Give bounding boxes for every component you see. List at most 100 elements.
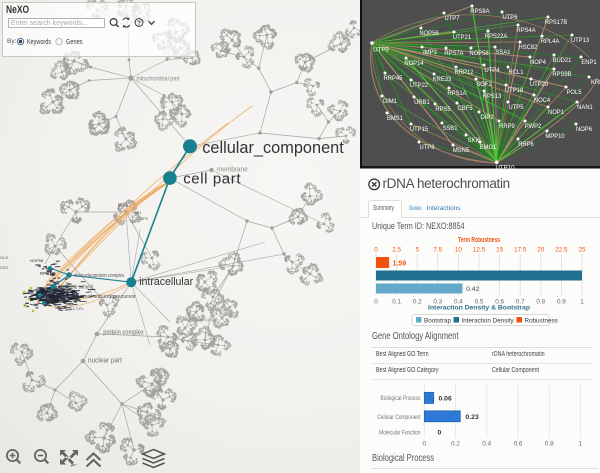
svg-text:0.23: 0.23 (466, 414, 479, 421)
svg-text:membrane: membrane (217, 166, 248, 173)
svg-text:1.59: 1.59 (393, 261, 407, 268)
svg-text:?: ? (137, 20, 141, 27)
svg-text:RRP6: RRP6 (518, 141, 534, 148)
svg-text:25: 25 (578, 247, 586, 254)
svg-text:NOP6: NOP6 (576, 126, 593, 133)
svg-text:0.6: 0.6 (495, 299, 504, 306)
svg-text:0.2: 0.2 (413, 299, 422, 306)
svg-text:NAN1: NAN1 (577, 104, 593, 111)
svg-text:nuclear part: nuclear part (88, 357, 122, 364)
svg-text:Interaction Density: Interaction Density (462, 318, 515, 325)
svg-text:KRE33: KRE33 (433, 76, 452, 83)
svg-text:RPS1A: RPS1A (447, 90, 467, 97)
svg-text:UTP18: UTP18 (505, 87, 524, 94)
svg-text:0.4: 0.4 (454, 299, 463, 306)
svg-text:22.5: 22.5 (555, 247, 568, 254)
svg-text:HSC82: HSC82 (519, 44, 538, 51)
svg-text:0.9: 0.9 (557, 299, 566, 306)
svg-text:0.7: 0.7 (516, 299, 525, 306)
svg-text:UTP20: UTP20 (530, 81, 549, 88)
svg-text:RPS9B: RPS9B (552, 71, 571, 78)
svg-text:NOC4: NOC4 (534, 97, 551, 104)
svg-text:0.3: 0.3 (433, 299, 442, 306)
svg-text:KRE: KRE (591, 79, 600, 86)
svg-text:SSF1: SSF1 (132, 211, 142, 215)
svg-text:1: 1 (579, 441, 583, 448)
svg-text:0.06: 0.06 (439, 396, 452, 403)
svg-text:NOP4: NOP4 (530, 59, 547, 66)
svg-text:UTP9: UTP9 (373, 46, 389, 53)
svg-text:RPS4A: RPS4A (516, 27, 536, 34)
svg-text:5: 5 (415, 247, 419, 254)
svg-text:CBF5: CBF5 (138, 217, 148, 221)
svg-text:2.5: 2.5 (392, 247, 401, 254)
svg-text:OLS: OLS (0, 255, 8, 260)
svg-text:UTP8: UTP8 (420, 144, 436, 151)
svg-text:RPL16A CPs: RPL16A CPs (60, 306, 83, 311)
svg-text:UTP10: UTP10 (495, 164, 515, 171)
svg-text:POL5: POL5 (118, 204, 128, 208)
svg-text:RPS7A: RPS7A (444, 50, 464, 57)
svg-text:0.2: 0.2 (451, 441, 460, 448)
svg-text:Molecular Function: Molecular Function (379, 430, 420, 437)
svg-text:UTP22: UTP22 (410, 82, 429, 89)
svg-text:RPS13: RPS13 (483, 93, 502, 100)
svg-text:ribosomal subunit precursor: ribosomal subunit precursor (68, 294, 136, 300)
svg-text:DIP2: DIP2 (480, 114, 494, 121)
svg-text:UTP15: UTP15 (410, 126, 429, 133)
svg-text:protein complex: protein complex (103, 329, 144, 337)
svg-text:SSB1: SSB1 (443, 125, 459, 132)
svg-text:RRP12: RRP12 (455, 69, 474, 76)
svg-text:UTP4: UTP4 (485, 67, 501, 74)
svg-text:UTP5: UTP5 (509, 104, 525, 111)
svg-text:NOP1: NOP1 (548, 109, 565, 116)
svg-text:CBF5: CBF5 (458, 105, 474, 112)
svg-text:ENP1: ENP1 (581, 59, 597, 66)
svg-text:MSN5: MSN5 (453, 147, 470, 154)
svg-text:RPS17B: RPS17B (545, 19, 567, 26)
svg-text:UTP21: UTP21 (453, 34, 472, 41)
svg-text:CR2: CR2 (0, 265, 9, 270)
svg-text:NOP58: NOP58 (469, 50, 489, 57)
svg-text:Cellular Component: Cellular Component (377, 415, 421, 422)
svg-text:12.5: 12.5 (473, 247, 486, 254)
svg-text:BUD21: BUD21 (553, 57, 572, 64)
svg-text:0.1: 0.1 (392, 299, 401, 306)
svg-text:NOP58: NOP58 (30, 258, 44, 263)
svg-text:Interaction Density & Bootstra: Interaction Density & Bootstrap (428, 305, 530, 312)
svg-text:17.5: 17.5 (514, 247, 527, 254)
svg-text:Bootstrap: Bootstrap (424, 318, 451, 325)
svg-text:UTP6: UTP6 (503, 14, 519, 21)
svg-text:POL5: POL5 (567, 89, 583, 96)
svg-text:UTP13: UTP13 (571, 37, 590, 44)
svg-text:intracellular: intracellular (139, 276, 193, 288)
svg-text:1: 1 (580, 299, 584, 306)
svg-text:RPS5: RPS5 (435, 106, 451, 113)
svg-text:SSA1: SSA1 (496, 49, 512, 56)
svg-text:0: 0 (423, 441, 427, 448)
svg-text:0.42: 0.42 (466, 286, 479, 293)
svg-text:mitochondrial part: mitochondrial part (136, 76, 180, 82)
svg-text:SOF1: SOF1 (476, 81, 492, 88)
svg-text:cellular_component: cellular_component (202, 139, 344, 157)
svg-text:MPP10: MPP10 (545, 133, 565, 140)
svg-text:15: 15 (496, 247, 504, 254)
svg-text:IMP3: IMP3 (423, 49, 437, 56)
svg-text:0.6: 0.6 (514, 441, 523, 448)
svg-text:0: 0 (438, 430, 442, 437)
svg-text:NOP14: NOP14 (404, 60, 424, 67)
svg-text:RCL1: RCL1 (509, 69, 525, 76)
svg-text:SKI6: SKI6 (468, 137, 481, 144)
svg-text:0: 0 (374, 247, 378, 254)
svg-text:0.4: 0.4 (482, 441, 491, 448)
svg-text:BMS1: BMS1 (387, 115, 404, 122)
svg-text:site of polarized growth: site of polarized growth (181, 317, 218, 323)
svg-text:Biological Process: Biological Process (381, 396, 421, 403)
svg-text:DIM1: DIM1 (383, 98, 398, 105)
svg-text:0: 0 (374, 299, 378, 306)
svg-text:NOP56: NOP56 (419, 30, 439, 37)
svg-text:RRP9: RRP9 (499, 123, 515, 130)
svg-text:URB1: URB1 (414, 99, 430, 106)
svg-text:0.8: 0.8 (545, 441, 554, 448)
svg-text:RPL4A: RPL4A (541, 38, 560, 45)
